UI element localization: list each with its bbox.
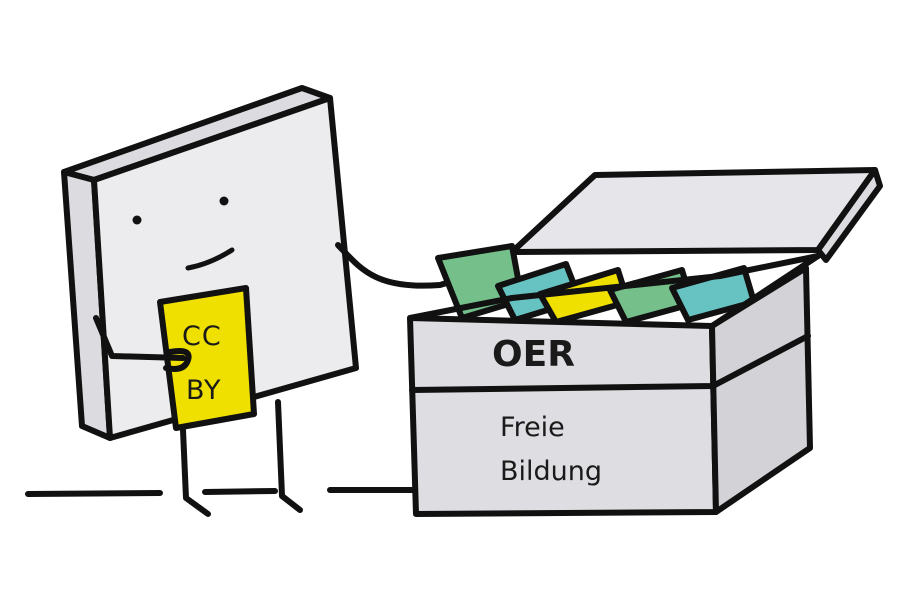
book-hand xyxy=(163,348,192,372)
box-line1: Freie xyxy=(500,412,565,443)
book-smile xyxy=(185,247,235,271)
box-line2: Bildung xyxy=(500,456,602,487)
box-lid xyxy=(509,167,878,255)
ground-line xyxy=(25,487,423,497)
box-band-line xyxy=(409,333,811,393)
card-shape xyxy=(157,285,257,431)
book-left-leg xyxy=(180,427,211,517)
oer-box: OER Freie Bildung xyxy=(407,167,883,517)
book-right-leg xyxy=(275,399,303,513)
book-left-arm xyxy=(93,315,186,361)
card-line1: CC xyxy=(182,321,222,352)
book-left-eye xyxy=(132,215,142,225)
card-line2: BY xyxy=(186,375,222,406)
license-card: CC BY xyxy=(93,285,257,431)
box-title: OER xyxy=(492,334,575,375)
book-right-arm xyxy=(335,242,473,289)
box-rim xyxy=(407,253,821,321)
book-right-eye xyxy=(219,196,229,206)
book-cover xyxy=(91,95,359,441)
book-character xyxy=(61,85,473,517)
